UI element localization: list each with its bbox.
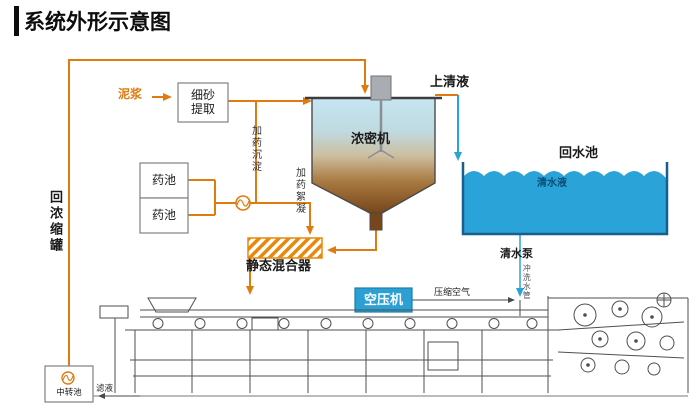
agitator-rakes (367, 149, 395, 159)
press-feed-hopper (147, 297, 197, 313)
press-frame (99, 297, 560, 393)
thickener-vessel (305, 75, 442, 231)
compressed-air-label: 压缩空气 (434, 287, 471, 297)
belt-filter-press (99, 292, 689, 393)
clear-water-pump-label: 清水泵 (500, 248, 533, 260)
thickener-body (311, 97, 436, 214)
static-mixer-box (247, 237, 323, 259)
chem-pool-a-label: 药池 (151, 172, 176, 187)
flush-water-pipe-label: 冲洗水管 (522, 264, 532, 300)
static-mixer-label: 静态混合器 (246, 258, 312, 273)
press-roller-stack (547, 292, 689, 393)
chemical-pools (139, 162, 189, 234)
air-compressor-label: 空压机 (363, 291, 403, 307)
pipe-thickener-underflow (327, 230, 377, 254)
thickener-outlet (369, 212, 383, 231)
press-drive-unit (427, 341, 459, 371)
transfer-pool-label: 中转池 (56, 387, 82, 397)
return-to-thickener-label: 回浓缩罐 (47, 190, 63, 254)
transfer-pump (61, 371, 75, 385)
thickener-label: 浓密机 (351, 131, 391, 146)
sand-extraction-label: 细砂提取 (178, 83, 228, 122)
process-pipes (68, 59, 458, 366)
filtrate-label: 滤液 (96, 383, 114, 393)
sand-extraction-box (177, 82, 229, 123)
transfer-pump-curve (62, 374, 74, 382)
pipe-dosing-flocculation (250, 202, 314, 235)
return-water-pool (461, 162, 669, 236)
dosing-pump-curve (236, 199, 250, 207)
mud-label: 泥浆 (118, 87, 143, 101)
chem-pool-b-box (139, 197, 189, 234)
pool-water (464, 171, 666, 233)
page-title: 系统外形示意图 (14, 6, 171, 36)
pool-walls (461, 162, 669, 236)
clear-water-label: 清水液 (537, 178, 567, 189)
chem-pool-b-label: 药池 (151, 207, 176, 222)
chem-pool-a-box (139, 162, 189, 199)
dosing-pump (235, 195, 251, 211)
return-pool-label: 回水池 (559, 145, 599, 160)
press-belt-rollers (152, 318, 538, 329)
air-compressor-box (354, 287, 413, 313)
dosing-flocculation-label: 加药絮凝 (293, 167, 305, 215)
dosing-sedimentation-label: 加药沉淀 (249, 125, 261, 173)
pipe-return-to-thickener (68, 59, 369, 366)
thickener-motor (370, 75, 392, 101)
supernatant-label: 上清液 (430, 74, 470, 89)
sand-extraction-text: 细砂提取 (190, 87, 215, 116)
